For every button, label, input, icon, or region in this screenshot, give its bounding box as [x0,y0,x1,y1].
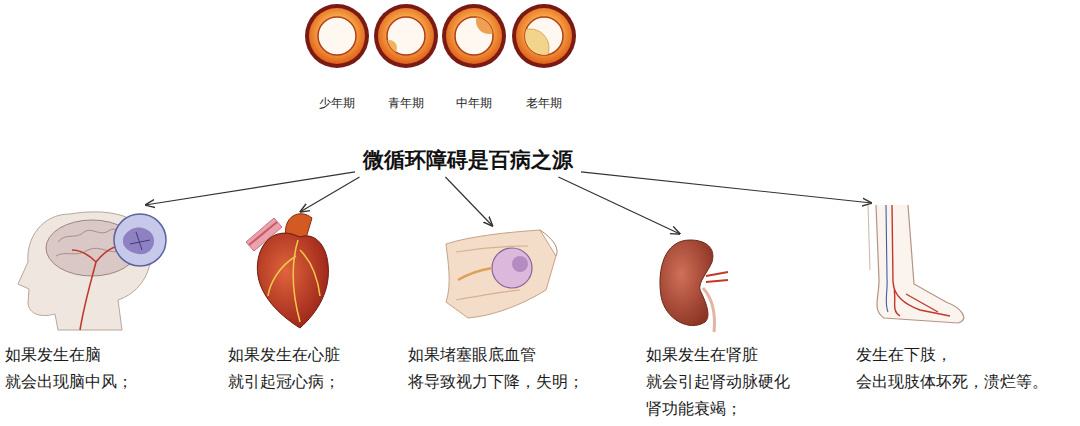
heading-text: 微循环障碍是百病之源 [363,147,573,173]
organ-node: 如果发生在心脏 就引起冠心病； [228,212,348,395]
vessel-section-part [446,8,502,64]
kidney-figure-part [660,240,713,326]
leg-figure-part [886,205,888,312]
vessel-section-part [511,29,549,67]
vessel-section-part [381,40,397,56]
vessel-section [442,4,506,68]
eye-section-figure-part [540,230,557,256]
vessel-section-part [512,4,576,68]
figure-space [408,226,588,341]
figure-space [856,203,1052,341]
vessel-section [374,4,438,68]
vessel-section-part [305,4,369,68]
kidney-figure-part [703,288,715,332]
caption-text: 发生在下肢， 会出现肢体坏死，溃烂等。 [856,341,1052,395]
vessel-section-part [318,17,356,55]
eye-section-figure-part [512,256,528,272]
vessel-section [305,4,369,68]
organ-node: 发生在下肢， 会出现肢体坏死，溃烂等。 [856,203,1052,395]
age-label: 少年期 [319,95,355,111]
eye-section-figure-part [446,230,556,318]
arrow-connector [145,172,355,205]
head-brain-figure-part [123,228,154,255]
figure-space [5,205,170,341]
heart-figure [246,214,328,328]
figure-space [646,234,794,341]
caption-text: 如果发生在肾脏 就会引起肾动脉硬化 肾功能衰竭； [646,341,794,422]
age-label: 老年期 [526,95,562,111]
organ-node: 如果发生在肾脏 就会引起肾动脉硬化 肾功能衰竭； [646,234,794,422]
eye-section-figure-part [492,248,532,288]
arrow-connector [581,172,872,203]
vessel-section-part [442,4,506,68]
arrow-connector [300,177,360,212]
caption-text: 如果发生在脑 就会出现脑中风； [5,341,137,395]
head-brain-figure-part [72,246,118,330]
heart-figure-part [257,233,328,328]
heart-figure-part [268,240,320,322]
vessel-section-part [309,8,365,64]
caption-text: 如果堵塞眼底血管 将导致视力下降，失明； [408,341,588,395]
head-brain-figure-part [114,214,166,266]
age-label: 中年期 [456,95,492,111]
age-label: 青年期 [388,95,424,111]
leg-figure-part [876,205,964,323]
figure-space [228,212,348,341]
leg-figure-part [868,205,870,270]
organ-node: 如果堵塞眼底血管 将导致视力下降，失明； [408,226,588,395]
arrow-connector [558,177,680,234]
leg-figure-part [892,205,950,316]
arrow-connector [445,177,492,226]
vessel-section-part [378,8,434,64]
caption-text: 如果发生在心脏 就引起冠心病； [228,341,344,395]
head-brain-figure [18,212,166,330]
center-heading: 微循环障碍是百病之源 [355,143,581,177]
kidney-figure [660,240,728,332]
head-brain-figure-part [130,232,150,250]
eye-section-figure [446,230,557,318]
vessel-section [511,4,576,68]
eye-section-figure-part [458,268,492,280]
leg-figure [868,205,964,323]
kidney-figure-part [706,272,728,282]
vessel-section-part [476,8,502,34]
vessel-section-part [511,29,549,67]
vessel-section-part [374,4,438,68]
organ-node: 如果发生在脑 就会出现脑中风； [5,205,170,395]
